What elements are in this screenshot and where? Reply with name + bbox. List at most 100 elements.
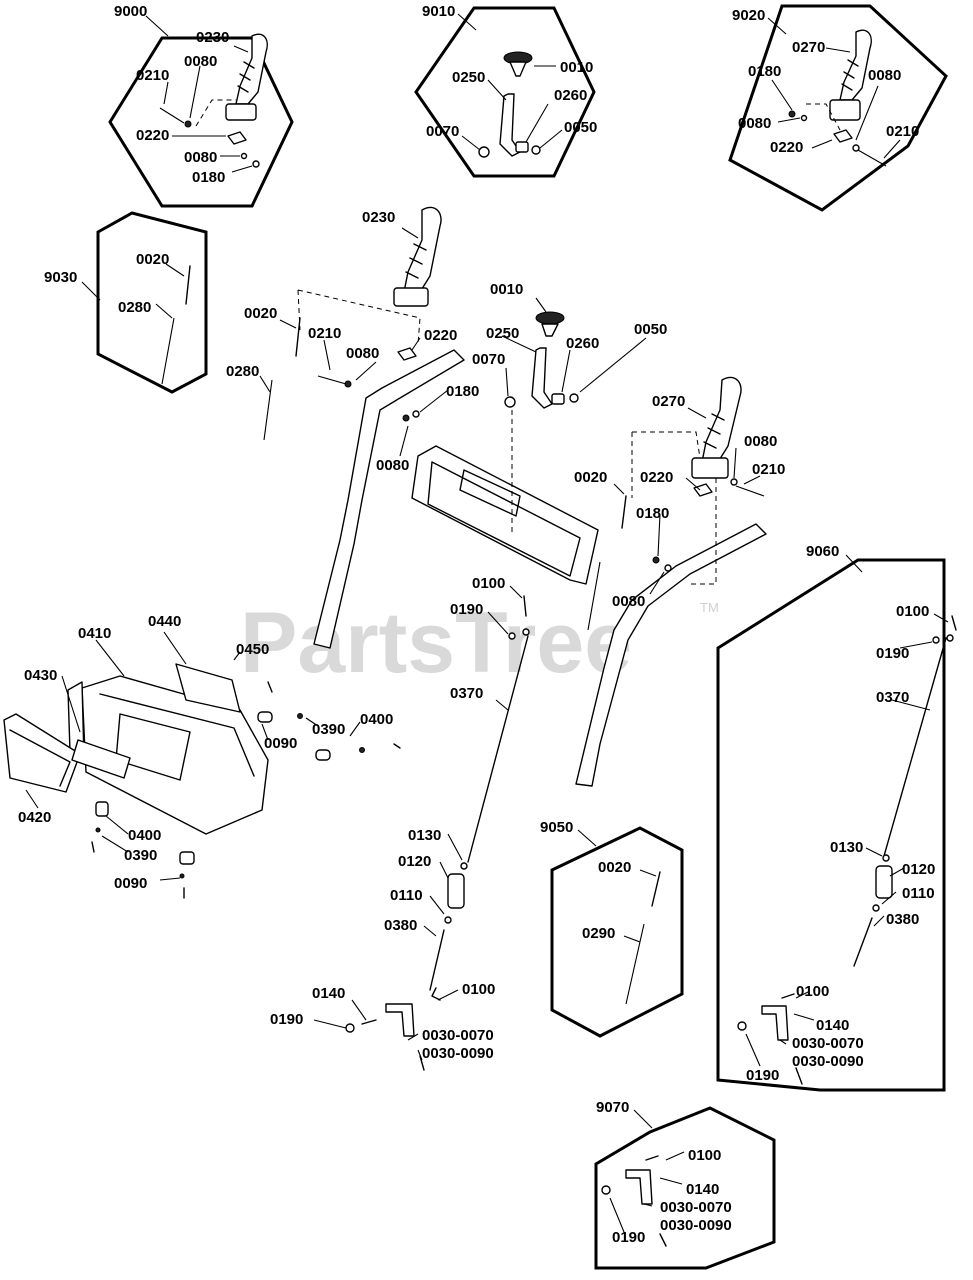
label-0290: 0290 xyxy=(582,925,615,942)
label-0270: 0270 xyxy=(652,393,685,410)
label-0110: 0110 xyxy=(902,885,935,902)
label-0100: 0100 xyxy=(896,603,929,620)
label-0030-0090: 0030-0090 xyxy=(660,1217,732,1234)
inset-label-9060: 9060 xyxy=(806,543,839,560)
label-0180: 0180 xyxy=(636,505,669,522)
label-0100: 0100 xyxy=(688,1147,721,1164)
label-0220: 0220 xyxy=(640,469,673,486)
label-0070: 0070 xyxy=(426,123,459,140)
label-0030-0090: 0030-0090 xyxy=(422,1045,494,1062)
label-0140: 0140 xyxy=(816,1017,849,1034)
label-0210: 0210 xyxy=(308,325,341,342)
inset-frame-9010 xyxy=(414,6,596,178)
label-0080: 0080 xyxy=(738,115,771,132)
label-0120: 0120 xyxy=(902,861,935,878)
label-0370: 0370 xyxy=(876,689,909,706)
label-0410: 0410 xyxy=(78,625,111,642)
inset-9070-parts xyxy=(601,1151,685,1247)
label-0080: 0080 xyxy=(376,457,409,474)
label-0440: 0440 xyxy=(148,613,181,630)
inset-9060-parts xyxy=(737,613,957,1085)
label-0180: 0180 xyxy=(748,63,781,80)
label-0080: 0080 xyxy=(184,149,217,166)
label-0070: 0070 xyxy=(472,351,505,368)
label-0260: 0260 xyxy=(566,335,599,352)
label-0080: 0080 xyxy=(184,53,217,70)
label-0030-0070: 0030-0070 xyxy=(792,1035,864,1052)
label-0380: 0380 xyxy=(886,911,919,928)
label-0210: 0210 xyxy=(136,67,169,84)
label-0050: 0050 xyxy=(634,321,667,338)
label-0210: 0210 xyxy=(752,461,785,478)
label-0400: 0400 xyxy=(360,711,393,728)
inset-9050-parts xyxy=(623,869,661,1005)
label-0250: 0250 xyxy=(452,69,485,86)
main-assembly xyxy=(3,206,767,1071)
label-0010: 0010 xyxy=(560,59,593,76)
label-0190: 0190 xyxy=(270,1011,303,1028)
watermark-tm: TM xyxy=(700,600,719,615)
label-0260: 0260 xyxy=(554,87,587,104)
label-0250: 0250 xyxy=(486,325,519,342)
label-0370: 0370 xyxy=(450,685,483,702)
label-0280: 0280 xyxy=(118,299,151,316)
label-0120: 0120 xyxy=(398,853,431,870)
label-0080: 0080 xyxy=(346,345,379,362)
label-0230: 0230 xyxy=(362,209,395,226)
inset-frame-9050 xyxy=(550,826,684,1038)
label-0020: 0020 xyxy=(574,469,607,486)
label-0140: 0140 xyxy=(686,1181,719,1198)
label-0020: 0020 xyxy=(136,251,169,268)
label-0080: 0080 xyxy=(744,433,777,450)
inset-9010-parts xyxy=(461,51,563,158)
label-0130: 0130 xyxy=(408,827,441,844)
inset-label-9000: 9000 xyxy=(114,3,147,20)
label-0020: 0020 xyxy=(244,305,277,322)
label-0270: 0270 xyxy=(792,39,825,56)
label-0430: 0430 xyxy=(24,667,57,684)
label-0050: 0050 xyxy=(564,119,597,136)
inset-frame-9060 xyxy=(716,558,946,1092)
label-0400: 0400 xyxy=(128,827,161,844)
label-0390: 0390 xyxy=(312,721,345,738)
label-0110: 0110 xyxy=(390,887,423,904)
label-0190: 0190 xyxy=(450,601,483,618)
label-0100: 0100 xyxy=(796,983,829,1000)
label-0380: 0380 xyxy=(384,917,417,934)
label-0010: 0010 xyxy=(490,281,523,298)
inset-9030-parts xyxy=(155,263,191,385)
inset-label-9050: 9050 xyxy=(540,819,573,836)
label-0420: 0420 xyxy=(18,809,51,826)
label-0180: 0180 xyxy=(192,169,225,186)
label-0210: 0210 xyxy=(886,123,919,140)
label-0220: 0220 xyxy=(136,127,169,144)
label-0030-0070: 0030-0070 xyxy=(660,1199,732,1216)
label-0020: 0020 xyxy=(598,859,631,876)
label-0390: 0390 xyxy=(124,847,157,864)
label-0080: 0080 xyxy=(868,67,901,84)
label-0190: 0190 xyxy=(746,1067,779,1084)
label-0030-0090: 0030-0090 xyxy=(792,1053,864,1070)
inset-label-9030: 9030 xyxy=(44,269,77,286)
inset-label-9010: 9010 xyxy=(422,3,455,20)
label-0180: 0180 xyxy=(446,383,479,400)
label-0220: 0220 xyxy=(770,139,803,156)
label-0130: 0130 xyxy=(830,839,863,856)
label-0080: 0080 xyxy=(612,593,645,610)
inset-9020-parts xyxy=(771,29,901,167)
label-0030-0070: 0030-0070 xyxy=(422,1027,494,1044)
label-0280: 0280 xyxy=(226,363,259,380)
inset-label-9020: 9020 xyxy=(732,7,765,24)
inset-label-9070: 9070 xyxy=(596,1099,629,1116)
label-0190: 0190 xyxy=(612,1229,645,1246)
label-0090: 0090 xyxy=(264,735,297,752)
label-0140: 0140 xyxy=(312,985,345,1002)
inset-9000-parts xyxy=(159,33,268,173)
label-0100: 0100 xyxy=(472,575,505,592)
watermark: PartsTree xyxy=(240,595,632,691)
label-0230: 0230 xyxy=(196,29,229,46)
label-0220: 0220 xyxy=(424,327,457,344)
label-0100: 0100 xyxy=(462,981,495,998)
label-0450: 0450 xyxy=(236,641,269,658)
